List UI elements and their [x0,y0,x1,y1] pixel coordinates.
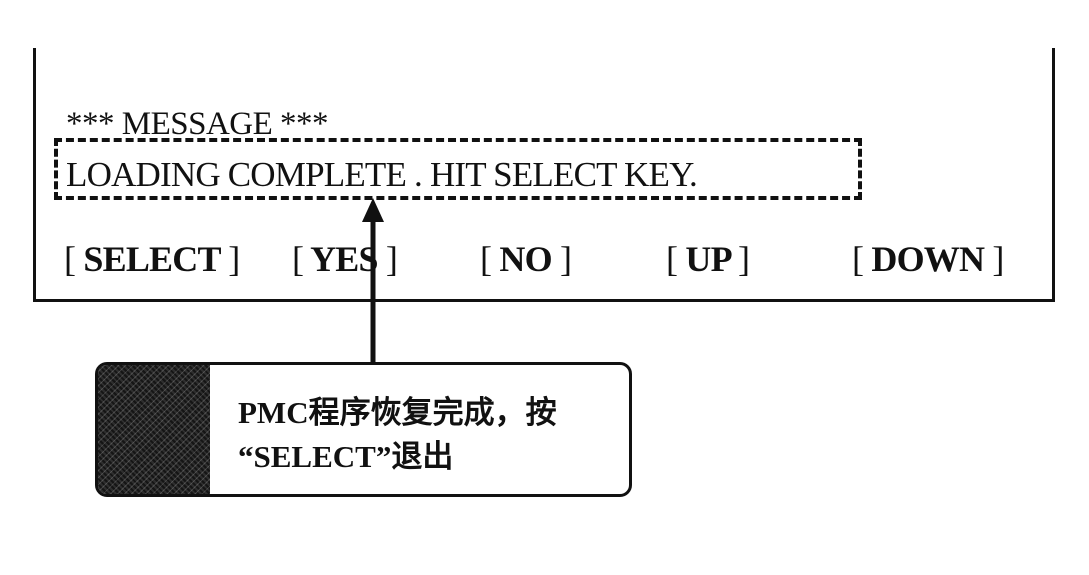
softkey-left-bracket: [ [666,239,678,279]
softkey-left-bracket: [ [852,239,864,279]
softkey-right-bracket: ] [560,239,572,279]
softkey-label: DOWN [871,239,985,279]
annotation-callout: PMC程序恢复完成，按 “SELECT”退出 [95,362,632,497]
softkey-right-bracket: ] [992,239,1004,279]
softkey-down-button[interactable]: [ DOWN ] [852,236,1004,282]
message-header: *** MESSAGE *** [66,106,329,142]
softkey-right-bracket: ] [385,239,398,279]
softkey-label: UP [685,239,730,279]
callout-hatched-icon [98,365,210,494]
callout-line-1: PMC程序恢复完成，按 [238,395,557,430]
softkey-label: SELECT [83,239,221,279]
crt-screen-frame [33,48,1055,302]
softkey-right-bracket: ] [738,239,750,279]
softkey-label: YES [310,239,378,279]
softkey-left-bracket: [ [480,239,492,279]
callout-text: PMC程序恢复完成，按 “SELECT”退出 [238,391,618,479]
softkey-yes-button[interactable]: [ YES ] [292,236,398,282]
message-text: LOADING COMPLETE . HIT SELECT KEY. [66,155,698,194]
callout-line-2: “SELECT”退出 [238,439,454,474]
softkey-left-bracket: [ [64,239,76,279]
softkey-left-bracket: [ [292,239,304,279]
softkey-no-button[interactable]: [ NO ] [480,236,572,282]
softkey-right-bracket: ] [228,239,240,279]
softkey-label: NO [499,239,552,279]
softkey-select-button[interactable]: [ SELECT ] [64,236,240,282]
softkey-up-button[interactable]: [ UP ] [666,236,750,282]
softkey-bar: [ SELECT ] [ YES ] [ NO ] [ UP ] [ DOWN … [0,236,1089,282]
